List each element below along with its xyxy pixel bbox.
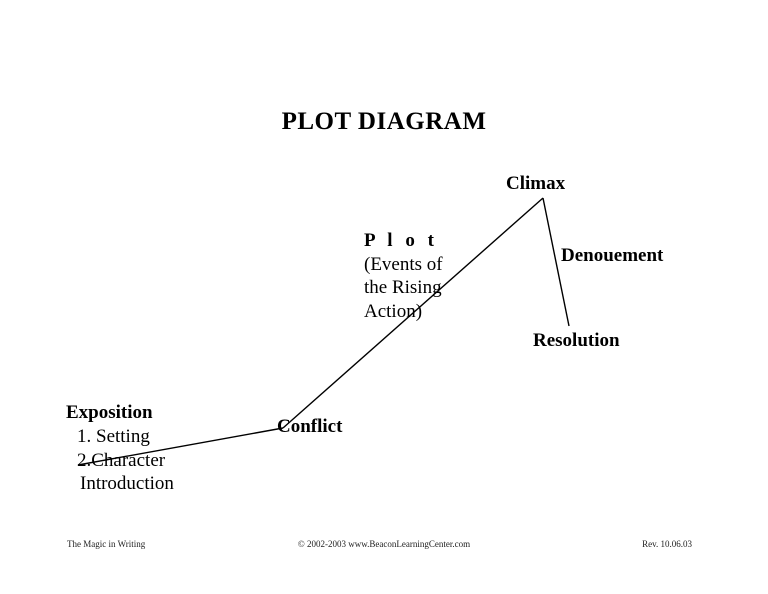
plot-description-line-3: Action) [364, 300, 423, 322]
label-denouement: Denouement [561, 245, 664, 266]
footer-revision-text: Rev. 10.06.03 [642, 539, 692, 549]
plot-description-line-1: (Events of [364, 253, 443, 275]
footer-left-text: The Magic in Writing [67, 539, 146, 549]
exposition-block: Exposition 1. Setting 2.Character Introd… [66, 401, 174, 496]
page-title: PLOT DIAGRAM [281, 108, 487, 135]
footer-copyright-text: © 2002-2003 www.BeaconLearningCenter.com [297, 539, 471, 549]
label-resolution: Resolution [533, 330, 620, 351]
plot-rising-action-block: P l o t (Events of the Rising Action) [364, 229, 443, 323]
label-conflict: Conflict [277, 416, 343, 437]
exposition-heading: Exposition [66, 402, 153, 423]
exposition-item-3: Introduction [80, 473, 174, 495]
exposition-item-2: 2.Character [77, 449, 166, 471]
exposition-item-1: 1. Setting [77, 425, 150, 447]
plot-description-line-2: the Rising [364, 277, 442, 299]
plot-heading: P l o t [364, 230, 438, 251]
label-climax: Climax [506, 173, 566, 194]
page-footer: The Magic in Writing © 2002-2003 www.Bea… [0, 536, 768, 552]
